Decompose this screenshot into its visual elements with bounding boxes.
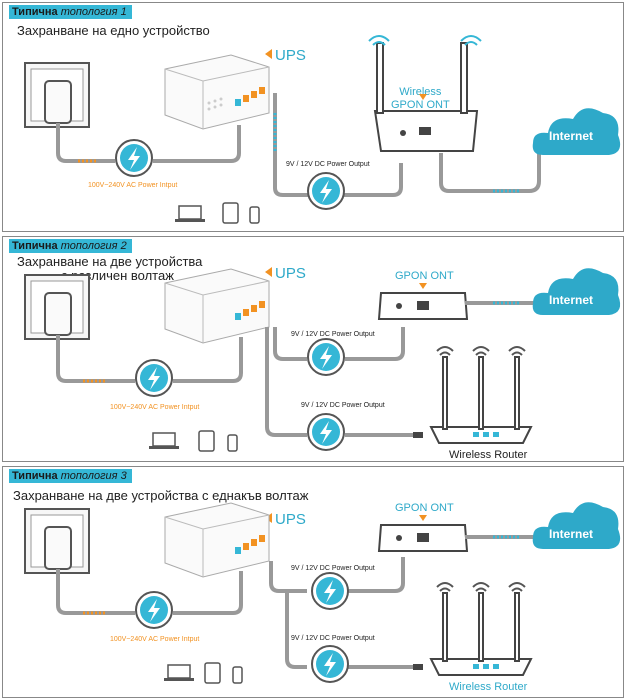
dc-output-label-1: 9V / 12V DC Power Output — [286, 161, 370, 168]
lightning-bolt-icon — [311, 645, 349, 683]
gpon-ont-icon — [377, 292, 469, 320]
smartphone-icon — [227, 434, 238, 452]
gpon-ont-icon — [373, 42, 479, 152]
lightning-bolt-icon — [307, 172, 345, 210]
power-adapter-icon — [44, 80, 72, 124]
ont-label-2: GPON ONT — [395, 270, 454, 282]
power-adapter-icon — [44, 526, 72, 570]
internet-label-1: Internet — [549, 129, 594, 143]
internet-cloud-icon — [532, 108, 621, 155]
ups-label-2: UPS — [265, 265, 306, 282]
ont-label-1: Wireless GPON ONT — [391, 86, 450, 111]
wireless-router-icon — [429, 356, 533, 444]
topology-tag-1: Типична топология 1 — [9, 5, 132, 19]
router-label-2: Wireless Router — [449, 449, 528, 461]
dc-output-label-3b: 9V / 12V DC Power Output — [291, 635, 375, 642]
topology-subtitle-2a: Захранване на две устройства — [17, 254, 203, 269]
ac-input-label-2: 100V~240V AC Power Intput — [110, 404, 200, 411]
topology-tag-3: Типична топология 3 — [9, 469, 132, 483]
ups-device-icon — [164, 268, 270, 344]
internet-cloud-icon — [532, 502, 621, 549]
ups-device-icon — [164, 54, 270, 130]
dc-output-label-3a: 9V / 12V DC Power Output — [291, 565, 375, 572]
laptop-icon — [149, 432, 179, 449]
topology-2-diagram — [24, 268, 621, 452]
topology-subtitle-3: Захранване на две устройства с еднакъв в… — [13, 488, 309, 503]
wifi-icon — [368, 35, 482, 46]
topology-1-diagram — [24, 35, 621, 224]
ups-label-3: UPS — [265, 511, 306, 528]
tablet-icon — [222, 202, 239, 224]
topology-3-diagram — [24, 502, 621, 684]
wifi-icon — [436, 582, 526, 592]
internet-label-3: Internet — [549, 527, 594, 541]
ups-device-icon — [164, 502, 270, 578]
tablet-icon — [198, 430, 215, 452]
topology-panel-2: Типична топология 2 Захранване на две ус… — [2, 236, 624, 462]
wireless-router-icon — [429, 592, 533, 676]
power-adapter-icon — [44, 292, 72, 336]
ont-label-3: GPON ONT — [395, 502, 454, 514]
internet-label-2: Internet — [549, 293, 594, 307]
dc-output-label-2a: 9V / 12V DC Power Output — [291, 331, 375, 338]
ac-input-label-1: 100V~240V AC Power Intput — [88, 182, 178, 189]
gpon-ont-icon — [377, 524, 469, 552]
laptop-icon — [164, 664, 194, 681]
lightning-bolt-icon — [307, 413, 345, 451]
topology-panel-3: Типична топология 3 Захранване на две ус… — [2, 466, 624, 698]
topology-panel-1: Типична топология 1 Захранване на едно у… — [2, 2, 624, 232]
dc-output-label-2b: 9V / 12V DC Power Output — [301, 402, 385, 409]
lightning-bolt-icon — [135, 591, 173, 629]
lightning-bolt-icon — [311, 572, 349, 610]
lightning-bolt-icon — [115, 139, 153, 177]
tablet-icon — [204, 662, 221, 684]
laptop-icon — [175, 205, 205, 222]
router-label-3: Wireless Router — [449, 681, 528, 693]
lightning-bolt-icon — [135, 359, 173, 397]
wifi-icon — [436, 346, 526, 356]
topology-subtitle-1: Захранване на едно устройство — [17, 23, 210, 38]
ac-input-label-3: 100V~240V AC Power Intput — [110, 636, 200, 643]
internet-cloud-icon — [532, 268, 621, 315]
topology-tag-2: Типична топология 2 — [9, 239, 132, 253]
lightning-bolt-icon — [307, 338, 345, 376]
smartphone-icon — [249, 206, 260, 224]
ups-label-1: UPS — [265, 47, 306, 64]
smartphone-icon — [232, 666, 243, 684]
